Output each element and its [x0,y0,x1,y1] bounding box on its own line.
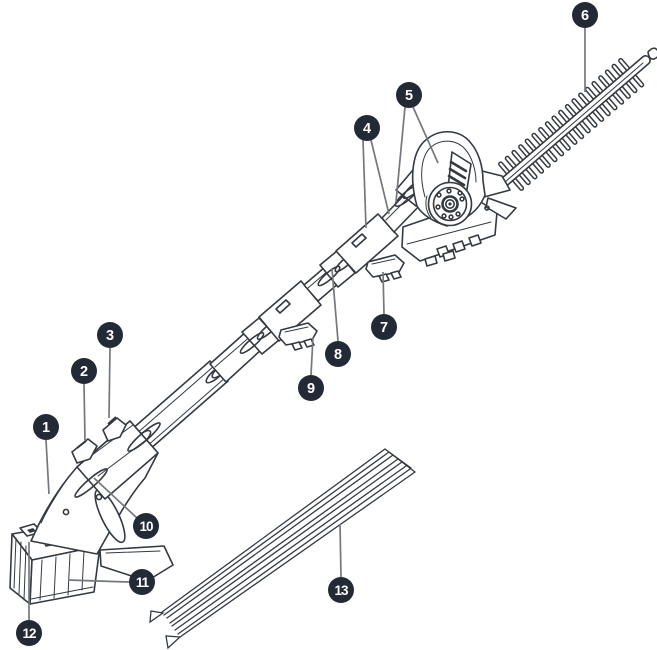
callout-2: 2 [71,358,97,384]
callout-11: 11 [129,569,155,595]
screw [95,493,103,501]
upper-coupler-body [335,213,399,274]
leader-line-11 [67,579,130,583]
cutting-blade [497,47,657,191]
handle-rear-foot [99,545,174,582]
leader-line-1 [45,439,50,495]
callout-2-number: 2 [80,364,88,380]
callout-6-number: 6 [581,8,589,24]
cover-tip [165,635,182,650]
callout-12: 12 [16,620,42,646]
callout-1-number: 1 [42,420,50,436]
leader-line-3 [108,347,111,419]
leader-line-5b [412,106,439,164]
rear-handle-assembly [9,416,174,605]
blade-cover-sheath [149,448,416,650]
blade-tip-hook [647,47,657,60]
callout-5-number: 5 [405,88,413,104]
callout-7: 7 [371,314,397,340]
trimmer-head [394,47,657,267]
callout-13: 13 [328,577,354,603]
callout-4-number: 4 [363,121,371,137]
callout-10-number: 10 [139,519,153,534]
callout-8: 8 [325,341,351,367]
callout-5: 5 [396,82,422,108]
leader-line-4b [370,139,390,215]
blade-root-fin [485,197,517,220]
callout-7-number: 7 [380,320,388,336]
upper-coupler-slot [351,233,367,248]
callout-10: 10 [133,513,159,539]
blade-tooth-strokes [499,59,643,190]
clamp-latch-upper [102,417,127,442]
lower-coupler-slot [275,299,291,314]
leader-line-8 [331,268,339,342]
screw [62,508,70,516]
leader-line-13 [339,523,342,578]
lower-coupler-body [258,280,322,342]
callout-6: 6 [572,2,598,28]
leader-line-5a [395,106,406,203]
leader-line-7 [382,271,385,315]
callout-12-number: 12 [22,626,36,641]
leader-line-2 [83,383,86,442]
leader-line-10 [93,477,138,519]
leader-lines [28,28,586,620]
cover-tip [149,610,165,624]
callout-13-number: 13 [334,583,349,598]
callout-badges: 1 2 3 4 5 6 7 8 [16,2,598,646]
leader-line-9 [310,336,314,376]
callout-4: 4 [354,115,380,141]
callout-3-number: 3 [106,328,114,344]
callout-1: 1 [33,414,59,440]
callout-9: 9 [298,375,324,401]
leader-line-4a [362,139,367,229]
callout-9-number: 9 [307,381,315,397]
blade-teeth [498,58,645,191]
pivot-gear-disc [425,181,473,227]
callout-3: 3 [97,322,123,348]
callout-8-number: 8 [334,347,342,363]
callout-11-number: 11 [136,575,150,590]
